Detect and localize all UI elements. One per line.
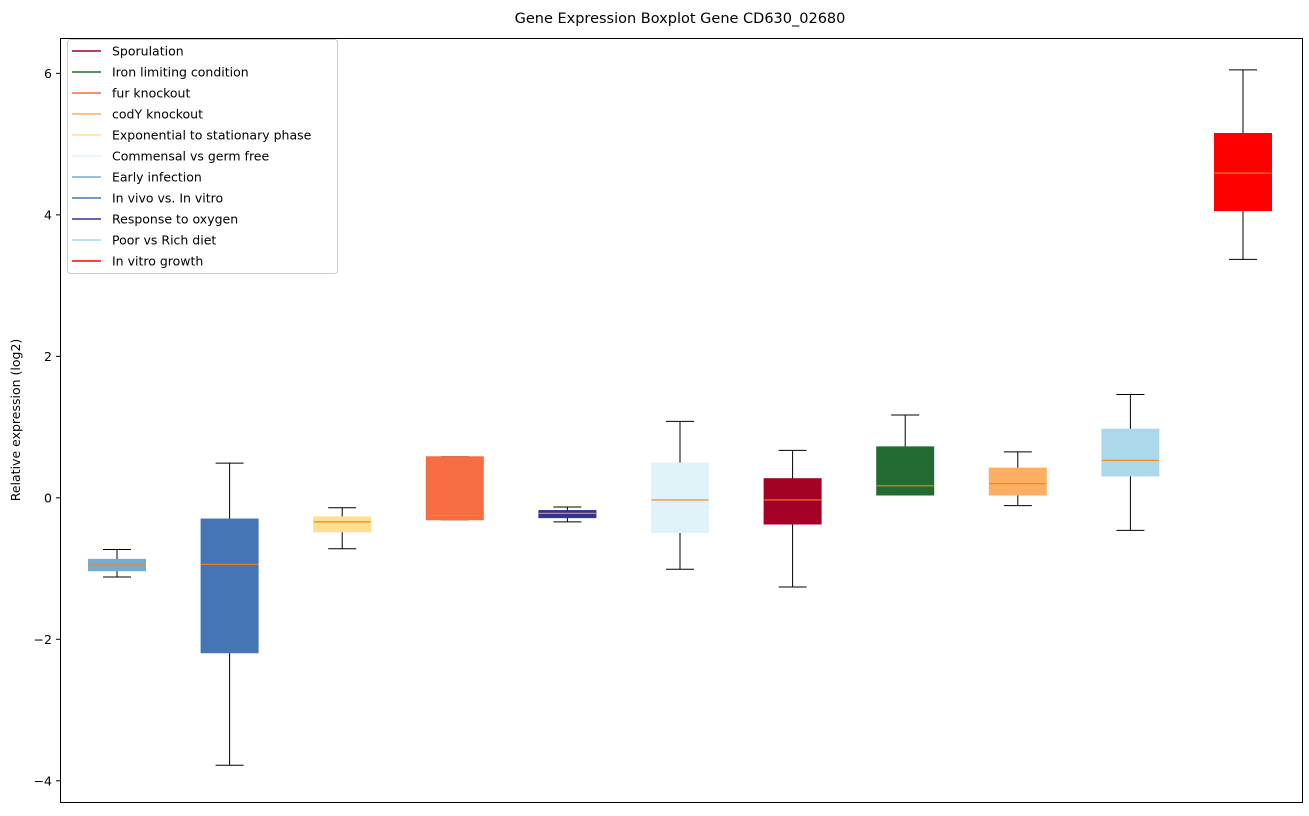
y-tick-label: 4: [44, 207, 52, 222]
y-tick-label: 6: [44, 66, 52, 81]
legend-box: [67, 39, 338, 274]
box-group: [988, 451, 1047, 507]
plot-frame: [60, 38, 1303, 803]
box: [1214, 133, 1272, 212]
box: [876, 446, 935, 496]
y-tick-label: −4: [34, 773, 52, 788]
y-tick-label: 0: [44, 490, 52, 505]
box: [313, 516, 372, 533]
box: [651, 462, 709, 533]
legend-label: Commensal vs germ free: [112, 149, 269, 164]
box: [763, 478, 822, 525]
y-tick-label: 2: [44, 349, 52, 364]
legend-label: Early infection: [112, 170, 202, 185]
legend-label: Response to oxygen: [112, 212, 238, 227]
box-group: [651, 420, 709, 570]
y-axis-label: Relative expression (log2): [8, 339, 23, 502]
box-group: [1214, 69, 1272, 260]
legend-label: codY knockout: [112, 107, 203, 122]
legend-label: In vivo vs. In vitro: [112, 191, 223, 206]
legend-label: Poor vs Rich diet: [112, 233, 216, 248]
box-group: [538, 506, 597, 523]
box-group: [425, 456, 484, 521]
box: [425, 456, 484, 521]
box-group: [876, 414, 935, 496]
box-group: [1101, 394, 1160, 531]
box: [538, 510, 597, 519]
box-group: [313, 507, 372, 550]
chart-title: Gene Expression Boxplot Gene CD630_02680: [515, 11, 846, 27]
box: [200, 518, 259, 654]
y-tick-label: −2: [34, 632, 52, 647]
legend-label: Exponential to stationary phase: [112, 128, 312, 143]
legend-label: Iron limiting condition: [112, 65, 249, 80]
legend-label: fur knockout: [112, 86, 190, 101]
box-group: [200, 462, 259, 766]
box: [988, 467, 1047, 496]
box: [1101, 428, 1160, 477]
box-group: [88, 548, 146, 578]
box-group: [763, 449, 822, 588]
legend-label: In vitro growth: [112, 254, 203, 269]
legend-label: Sporulation: [112, 44, 184, 59]
